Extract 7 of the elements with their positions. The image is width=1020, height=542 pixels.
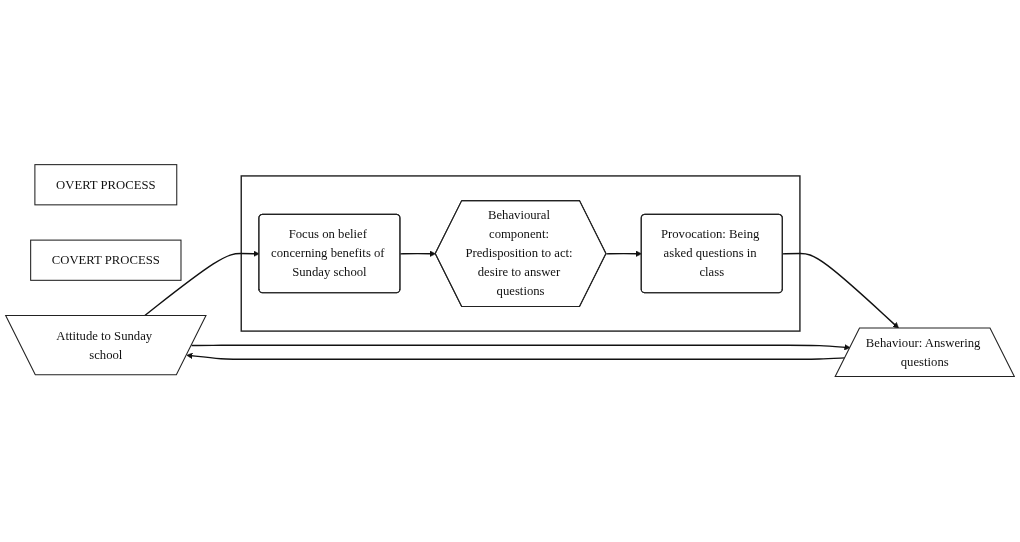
arrow <box>605 251 642 258</box>
arrow <box>190 344 851 351</box>
node-box: COVERT PROCESS <box>30 239 182 282</box>
node-box: OVERT PROCESS <box>34 164 178 206</box>
cluster <box>240 175 801 333</box>
arrow <box>186 353 846 361</box>
arrow <box>399 251 436 258</box>
